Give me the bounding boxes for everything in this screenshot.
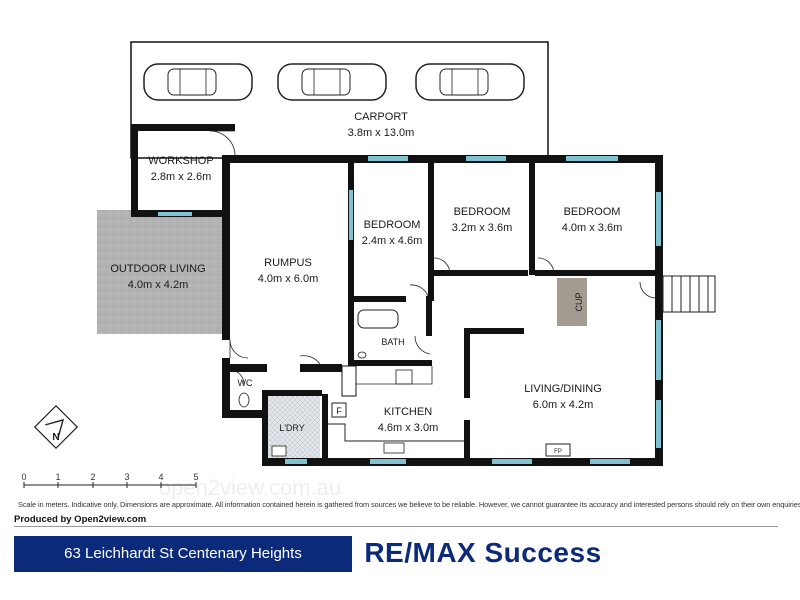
carport-label: CARPORT: [354, 111, 408, 123]
front-steps: [662, 275, 716, 313]
cupboard-label: CUP: [574, 292, 584, 311]
bedroom1-label: BEDROOM: [364, 219, 421, 231]
fireplace-label: FP: [554, 449, 562, 455]
laundry-label: L'DRY: [279, 423, 305, 433]
footer-divider: [14, 526, 778, 527]
carport-dimensions: 3.8m x 13.0m: [348, 127, 415, 139]
car-icon: [415, 63, 525, 101]
watermark: open2view.com.au: [159, 475, 341, 500]
property-address: 63 Leichhardt St Centenary Heights: [64, 545, 302, 562]
outdoor-living-dimensions: 4.0m x 4.2m: [128, 279, 189, 291]
rumpus-dimensions: 4.0m x 6.0m: [258, 273, 319, 285]
agency-logo: RE/MAX Success: [364, 537, 602, 568]
scale-tick-2: 2: [90, 472, 95, 482]
bedroom3-label: BEDROOM: [564, 206, 621, 218]
produced-by-text: Produced by Open2view.com: [14, 514, 147, 525]
kitchen-label: KITCHEN: [384, 406, 432, 418]
bedroom2-dimensions: 3.2m x 3.6m: [452, 222, 513, 234]
outdoor-living-label: OUTDOOR LIVING: [110, 263, 205, 275]
bathtub-icon: [357, 309, 399, 329]
wc-label: WC: [238, 378, 253, 388]
fridge-box: [331, 402, 347, 418]
kitchen-dimensions: 4.6m x 3.0m: [378, 422, 439, 434]
toilet-icon: [238, 392, 250, 408]
scale-tick-3: 3: [124, 472, 129, 482]
bedroom2-label: BEDROOM: [454, 206, 511, 218]
cupboard: [557, 278, 587, 326]
outdoor-living-area: [97, 210, 223, 334]
living-dining-label: LIVING/DINING: [524, 383, 602, 395]
bath-label: BATH: [381, 337, 404, 347]
bedroom1-dimensions: 2.4m x 4.6m: [362, 235, 423, 247]
scale-tick-0: 0: [21, 472, 26, 482]
address-banner: 63 Leichhardt St Centenary Heights: [14, 536, 352, 572]
living-dining-dimensions: 6.0m x 4.2m: [533, 399, 594, 411]
fridge-label: F: [336, 406, 342, 416]
floor-plan: F FP CARPORT 3.8m x 13.0m WORKSHOP 2.8m …: [21, 41, 716, 500]
kitchen-island: [355, 366, 433, 385]
north-arrow-icon: [33, 404, 79, 450]
workshop-label: WORKSHOP: [148, 155, 213, 167]
scale-bar: 0 1 2 3 4 5: [21, 472, 199, 488]
stove-icon: [395, 369, 413, 385]
scale-tick-4: 4: [158, 472, 163, 482]
rumpus-label: RUMPUS: [264, 257, 312, 269]
scale-tick-5: 5: [193, 472, 198, 482]
scale-tick-1: 1: [55, 472, 60, 482]
disclaimer-text: Scale in meters. Indicative only. Dimens…: [18, 500, 800, 509]
windows: [158, 156, 661, 464]
workshop-dimensions: 2.8m x 2.6m: [151, 171, 212, 183]
door-swings: [209, 130, 657, 385]
kitchen-benchtop: [328, 423, 464, 442]
north-label: N: [52, 432, 59, 443]
basin-icon: [357, 351, 367, 359]
car-icon: [277, 63, 387, 101]
car-icon: [143, 63, 253, 101]
laundry-tub-icon: [271, 445, 287, 457]
fireplace-box: [545, 443, 571, 457]
bedroom3-dimensions: 4.0m x 3.6m: [562, 222, 623, 234]
sink-icon: [383, 442, 405, 454]
